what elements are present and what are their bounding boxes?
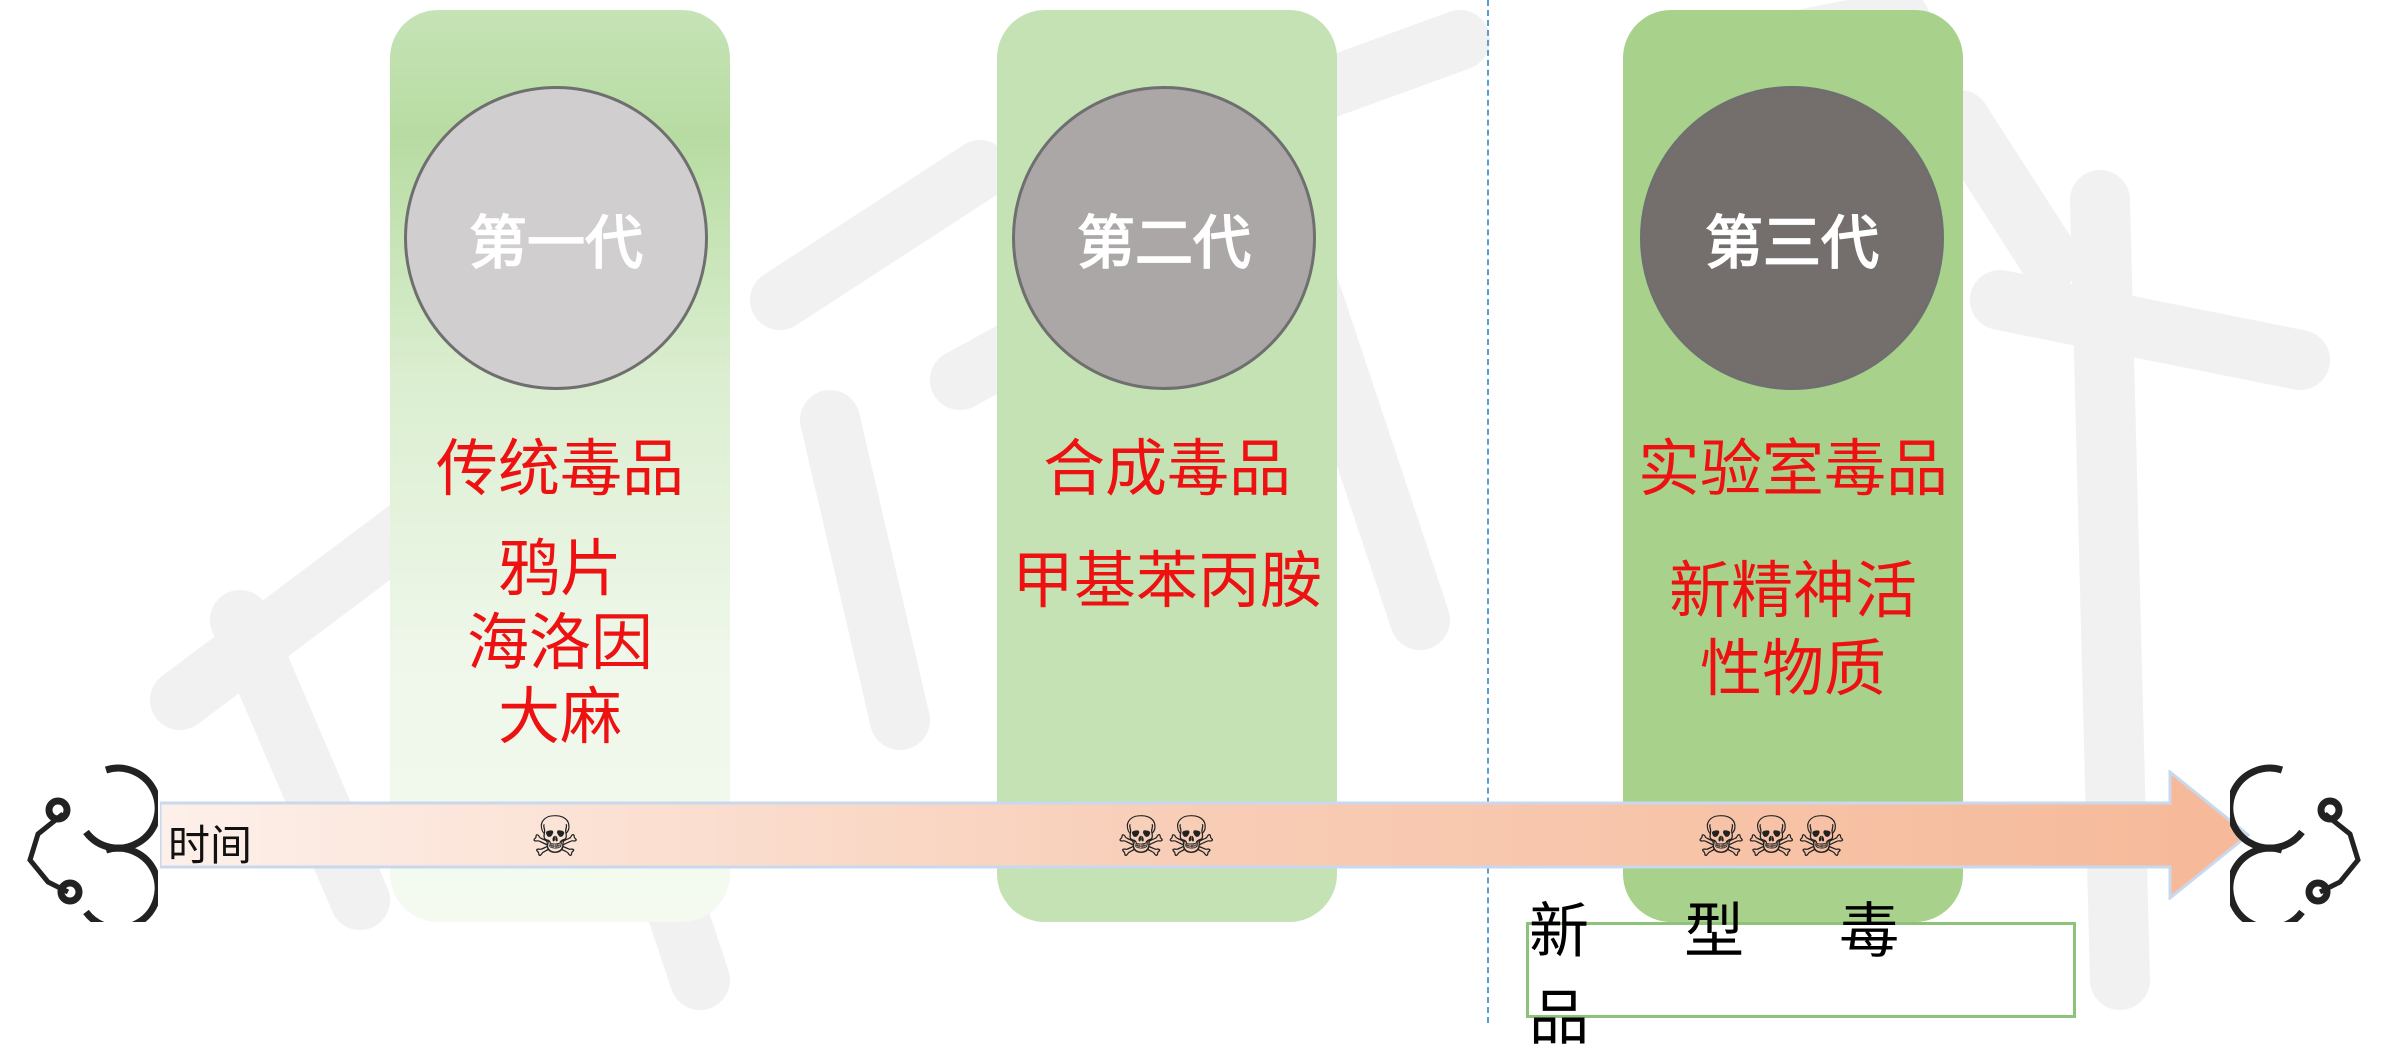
new-drugs-divider xyxy=(1487,0,1489,1023)
skull-crossbones-icon: ☠☠ xyxy=(1116,805,1217,870)
timeline-label: 时间 xyxy=(168,821,253,870)
generation-1-examples: 鸦片 海洛因 大麻 xyxy=(390,532,730,754)
generation-3-label: 第三代 xyxy=(1704,209,1879,277)
generation-2-examples: 甲基苯丙胺 xyxy=(970,544,1364,618)
generation-3-circle: 第三代 xyxy=(1640,86,1944,390)
handcuffs-icon xyxy=(2230,764,2361,922)
handcuffs-icon xyxy=(27,764,158,922)
timeline-arrow xyxy=(160,770,2250,900)
example-item: 大麻 xyxy=(497,680,622,753)
new-drugs-label-box: 新 型 毒 品 xyxy=(1526,897,2076,1054)
example-item: 海洛因 xyxy=(466,606,653,679)
generation-3-category: 实验室毒品 xyxy=(1637,432,1948,505)
example-item: 性物质 xyxy=(1699,632,1886,705)
generation-1-circle: 第一代 xyxy=(404,86,708,390)
generation-2-category: 合成毒品 xyxy=(1042,432,1291,505)
generation-1-category: 传统毒品 xyxy=(435,432,684,505)
example-item: 甲基苯丙胺 xyxy=(1011,544,1322,617)
example-item: 鸦片 xyxy=(497,532,622,605)
skull-crossbones-icon: ☠ xyxy=(530,805,581,870)
example-item: 新精神活 xyxy=(1668,554,1917,627)
new-drugs-label: 新 型 毒 品 xyxy=(1529,897,1938,1054)
generation-2-circle: 第二代 xyxy=(1012,86,1316,390)
skull-crossbones-icon: ☠☠☠ xyxy=(1696,805,1847,870)
generation-2-label: 第二代 xyxy=(1076,209,1251,277)
generation-3-examples: 新精神活 性物质 xyxy=(1596,552,1990,708)
generation-1-label: 第一代 xyxy=(468,209,643,277)
